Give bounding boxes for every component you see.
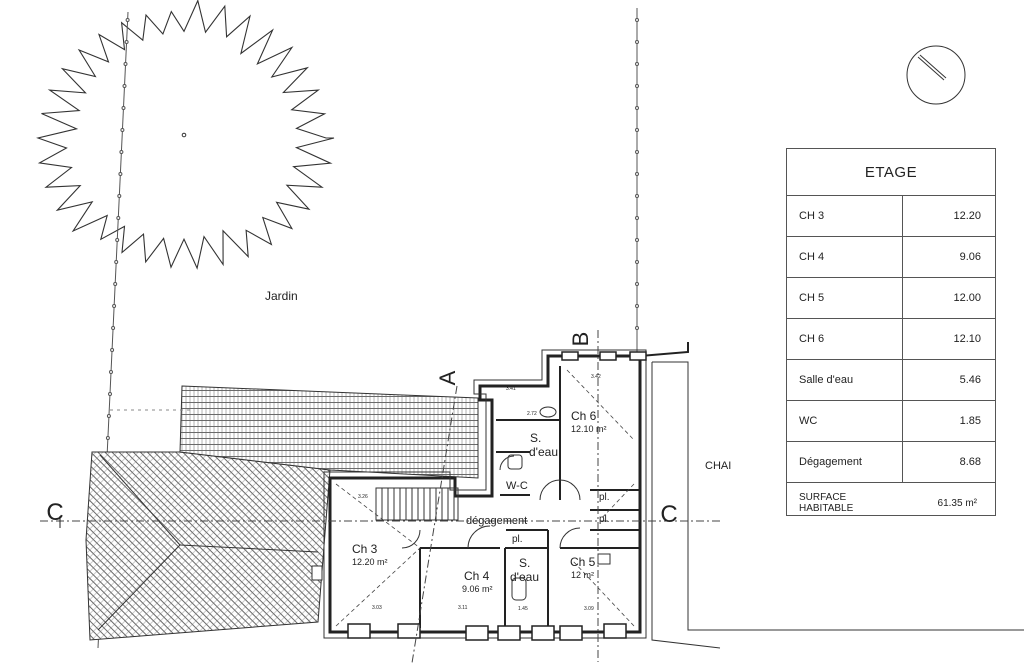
room-wc-name: W-C: [506, 480, 528, 492]
chimney: [311, 565, 323, 581]
area-row-ch3: CH 3 12.20: [787, 196, 995, 237]
door-arcs: [401, 455, 581, 549]
area-row-label: CH 6: [787, 319, 903, 359]
svg-text:C: C: [46, 499, 63, 526]
floor-plan-outline-thin: [323, 349, 1024, 649]
area-summary-table: ETAGE CH 3 12.20 CH 4 9.06 CH 5 12.00 CH…: [786, 148, 996, 516]
area-table-title: ETAGE: [787, 149, 995, 196]
area-total-label: SURFACE HABITABLE: [799, 492, 854, 514]
area-row-label: Salle d'eau: [787, 360, 903, 400]
facade-windows: [347, 351, 647, 641]
dimension-label: 3.09: [584, 606, 594, 612]
area-row-value: 12.10: [953, 333, 981, 345]
room-sdeau2-line1: S.: [519, 556, 530, 570]
room-degagement-name: dégagement: [466, 515, 527, 527]
tree-trunk-mark: [181, 132, 187, 138]
area-row-value: 8.68: [959, 456, 981, 468]
area-row-value: 5.46: [959, 374, 981, 386]
area-row-label: WC: [787, 401, 903, 441]
roof-hip-line-2: [179, 544, 319, 553]
area-row-degagement: Dégagement 8.68: [787, 442, 995, 483]
dimension-label: 3.41: [506, 386, 516, 392]
area-row-value: 12.20: [953, 210, 981, 222]
room-ch5-area: 12 m²: [571, 570, 594, 580]
area-row-label: Dégagement: [787, 442, 903, 482]
area-total-row: SURFACE HABITABLE 61.35 m²: [787, 483, 995, 523]
storehouse-label: CHAI: [705, 460, 731, 472]
area-row-ch5: CH 5 12.00: [787, 278, 995, 319]
room-ch6-area: 12.10 m²: [571, 424, 607, 434]
area-row-ch6: CH 6 12.10: [787, 319, 995, 360]
room-ch6-name: Ch 6: [571, 409, 597, 423]
dimension-label: 2.72: [527, 411, 537, 417]
roof-slope-lines: [335, 369, 635, 627]
section-line-a: [411, 385, 458, 664]
section-marker-b: B: [568, 332, 593, 347]
room-ch4-name: Ch 4: [464, 569, 490, 583]
svg-text:B: B: [568, 332, 593, 347]
area-row-value: 12.00: [953, 292, 981, 304]
dimension-label: 3.42: [591, 374, 601, 380]
room-sdeau2-line2: d'eau: [510, 570, 539, 584]
tree-canopy: [36, 0, 335, 270]
boundary-dots-right: [635, 18, 639, 330]
staircase: [375, 487, 459, 521]
area-row-wc: WC 1.85: [787, 401, 995, 442]
room-sdeau1-line2: d'eau: [529, 445, 558, 459]
dimension-label: 3.11: [458, 605, 468, 611]
area-row-value: 9.06: [959, 251, 981, 263]
area-total-value: 61.35 m²: [937, 497, 977, 509]
room-pl2-name: pl.: [599, 514, 610, 525]
north-arrow-icon: [906, 45, 966, 105]
svg-text:A: A: [435, 370, 460, 385]
room-sdeau1-line1: S.: [530, 431, 541, 445]
garden-label: Jardin: [265, 289, 298, 303]
area-row-label: CH 4: [787, 237, 903, 277]
room-pl3-name: pl.: [512, 534, 523, 545]
svg-text:C: C: [660, 501, 677, 528]
section-marker-c-left: C: [46, 499, 64, 528]
dimension-label: 1.45: [518, 606, 528, 612]
floor-plan-walls: [328, 342, 689, 634]
section-marker-c-right: C: [660, 501, 677, 528]
room-ch3-area: 12.20 m²: [352, 557, 388, 567]
section-marker-a: A: [435, 370, 460, 385]
area-row-value: 1.85: [959, 415, 981, 427]
room-ch3-name: Ch 3: [352, 542, 378, 556]
area-row-label: CH 5: [787, 278, 903, 318]
dimension-label: 3.26: [358, 494, 368, 500]
area-row-label: CH 3: [787, 196, 903, 236]
area-row-ch4: CH 4 9.06: [787, 237, 995, 278]
roof-upper: [179, 385, 479, 479]
dimension-label: 3.03: [372, 605, 382, 611]
area-row-salle-deau: Salle d'eau 5.46: [787, 360, 995, 401]
room-ch5-name: Ch 5: [570, 555, 596, 569]
room-pl1-name: pl.: [599, 492, 610, 503]
room-ch4-area: 9.06 m²: [462, 584, 493, 594]
